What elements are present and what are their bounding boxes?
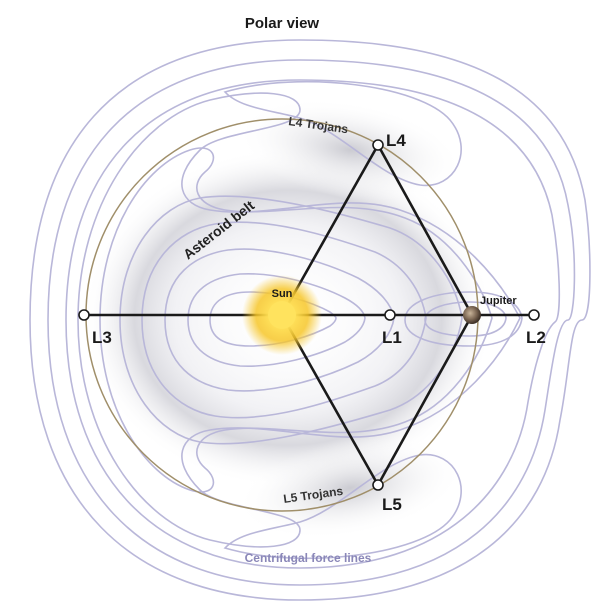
l1-point (384, 309, 396, 321)
jupiter-label: Jupiter (480, 295, 517, 307)
l3-point (78, 309, 90, 321)
sun-icon (268, 301, 296, 329)
l2-point (528, 309, 540, 321)
diagram-title: Polar view (245, 15, 320, 32)
l5-trojan-cloud (236, 436, 464, 540)
force-lines-label: Centrifugal force lines (245, 551, 372, 565)
jupiter-icon (463, 306, 481, 324)
l5-label: L5 (382, 495, 402, 514)
l4-label: L4 (386, 131, 406, 150)
l5-point (372, 479, 384, 491)
l2-label: L2 (526, 328, 546, 347)
l4-point (372, 139, 384, 151)
l1-label: L1 (382, 328, 402, 347)
l4-trojan-cloud (236, 98, 464, 202)
l3-label: L3 (92, 328, 112, 347)
sun-label: Sun (272, 288, 293, 300)
